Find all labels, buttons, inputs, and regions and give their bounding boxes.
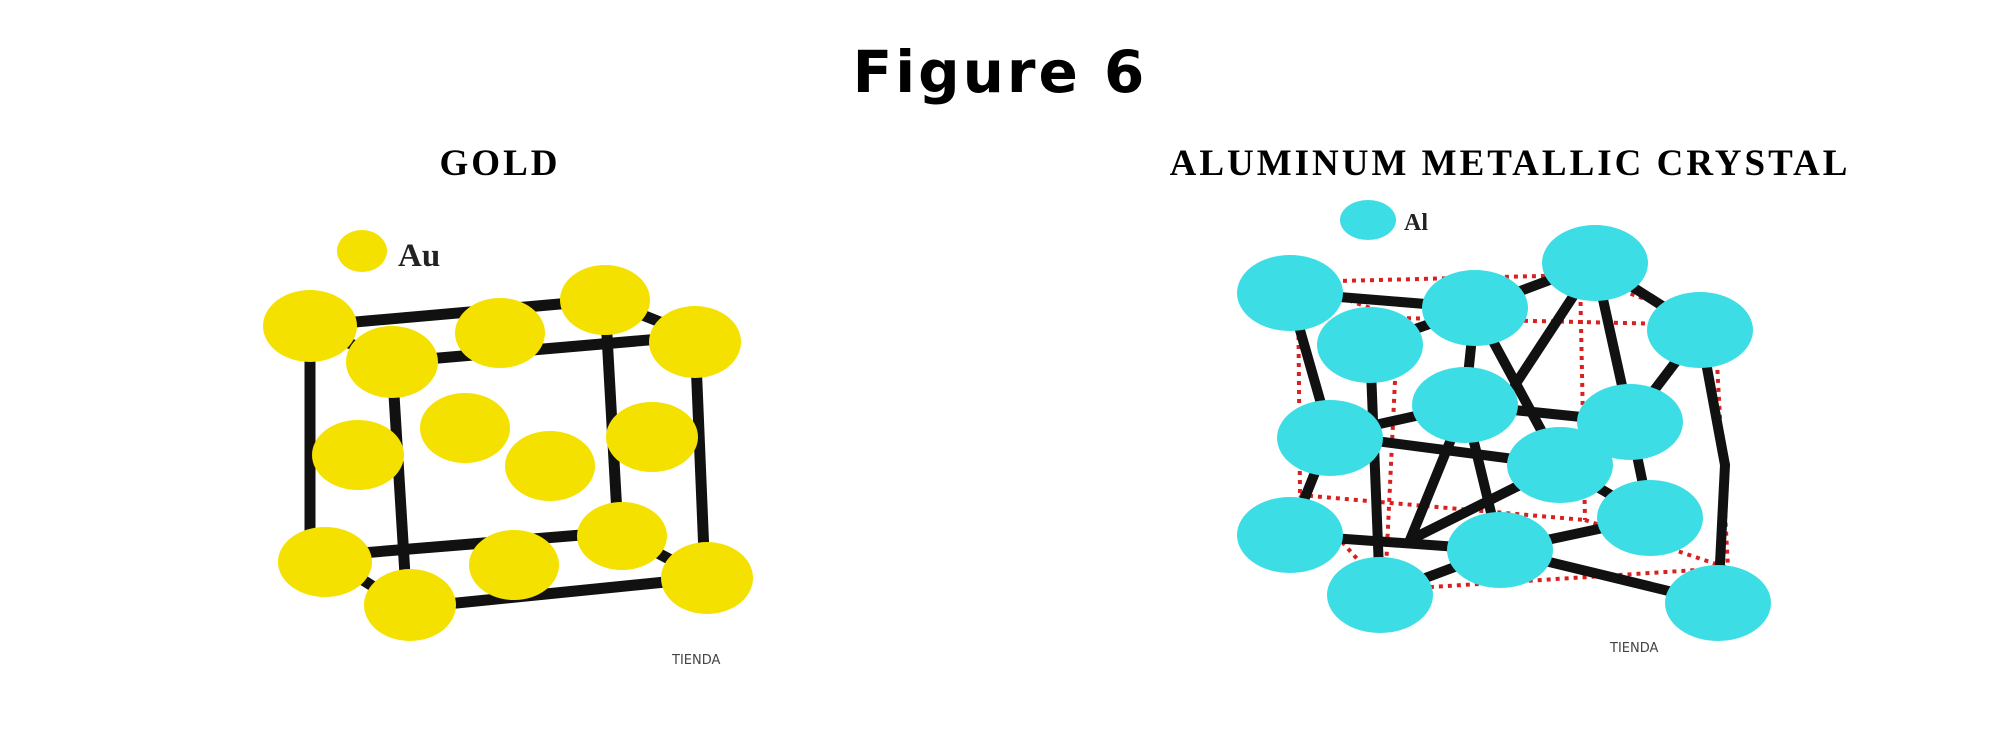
gold-bond [599,294,624,538]
aluminum-atoms [1237,225,1771,641]
aluminum-bond [1365,340,1385,600]
gold-atom [278,527,372,597]
gold-atom [469,530,559,600]
aluminum-atom [1542,225,1648,301]
aluminum-atom [1647,292,1753,368]
gold-legend-atom [337,230,387,272]
gold-bond [386,356,413,614]
gold-bond [401,572,711,614]
aluminum-atom [1412,367,1518,443]
gold-legend-label: Au [398,238,440,274]
gold-atom [577,502,667,570]
aluminum-frame-edge [1297,273,1581,284]
aluminum-atom [1237,255,1343,331]
gold-atom [364,569,456,641]
aluminum-legend-atom [1340,200,1396,240]
aluminum-frame-edge [1299,493,1586,522]
aluminum-atom [1665,565,1771,641]
aluminum-atom [1327,557,1433,633]
gold-atom [346,326,438,398]
aluminum-atom [1577,384,1683,460]
aluminum-crystal-diagram: Al [1237,200,1771,656]
gold-bond [304,294,611,332]
aluminum-legend-label: Al [1404,210,1428,236]
figure-title: Figure 6 [852,38,1148,106]
gold-atom [505,431,595,501]
gold-atom [649,306,741,378]
aluminum-watermark: TIENDA [1609,641,1658,656]
aluminum-atom [1597,480,1703,556]
aluminum-atom [1237,497,1343,573]
gold-atom [606,402,698,472]
gold-atom [263,290,357,362]
aluminum-atom [1447,512,1553,588]
gold-atom [455,298,545,368]
gold-bond [386,330,701,368]
gold-atoms [263,265,753,641]
aluminum-atom [1317,307,1423,383]
gold-crystal-diagram: Au [263,230,753,668]
gold-panel-title: GOLD [439,143,561,184]
aluminum-atom [1277,400,1383,476]
gold-atom [560,265,650,335]
gold-atom [420,393,510,463]
aluminum-atom [1422,270,1528,346]
aluminum-atom [1507,427,1613,503]
aluminum-panel-title: ALUMINUM METALLIC CRYSTAL [1169,143,1851,184]
gold-atom [312,420,404,490]
aluminum-frame-edge [1384,566,1729,592]
gold-bond [319,526,624,562]
gold-watermark: TIENDA [671,653,720,668]
gold-atom [661,542,753,614]
